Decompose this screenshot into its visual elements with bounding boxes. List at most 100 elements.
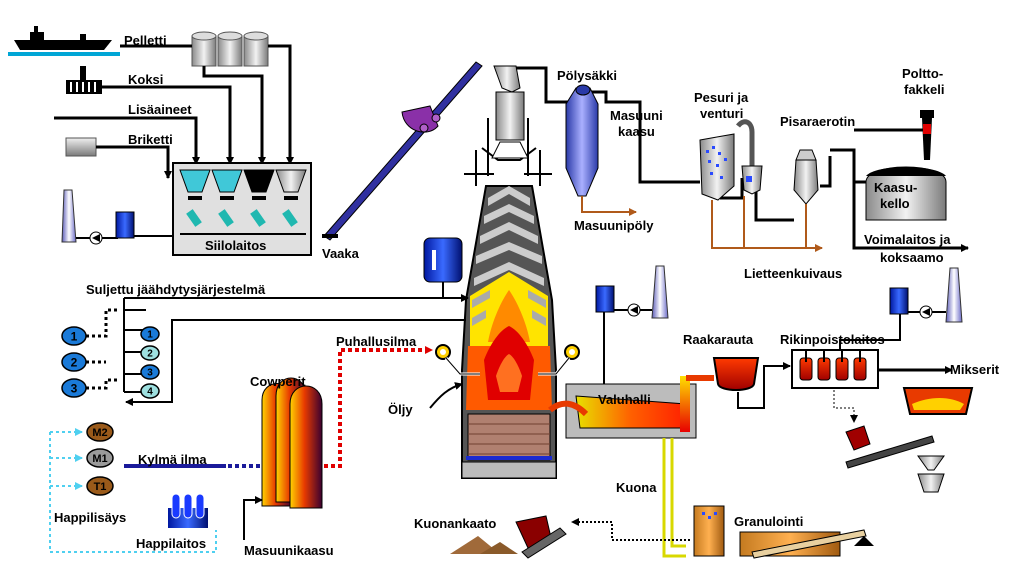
masuuni-label: Masuuni — [610, 108, 663, 123]
coke-ovens-icon — [66, 66, 102, 94]
motor-m1-icon: M1 — [86, 448, 114, 468]
koksi-label: Koksi — [128, 72, 163, 87]
slag-pot-icon — [845, 425, 935, 469]
gas-lines — [516, 66, 969, 252]
slag-line — [662, 438, 686, 558]
kuona-label: Kuona — [616, 480, 657, 495]
vaaka-label: Vaaka — [322, 246, 360, 261]
pump-left-3: 3 — [61, 378, 87, 398]
iron-to-desulf-line — [737, 362, 791, 409]
hot-blast-line — [324, 346, 433, 468]
briketti-label: Briketti — [128, 132, 173, 147]
venturi-label: venturi — [700, 106, 743, 121]
droplet-separator-icon — [793, 149, 819, 205]
masuunikaasu-line — [243, 496, 263, 540]
cowperit-label: Cowperit — [250, 374, 306, 389]
tuyere-right-icon — [538, 344, 580, 376]
iron-runner — [680, 375, 714, 432]
valuhalli-label: Valuhalli — [598, 392, 651, 407]
chimney-icon-2 — [651, 265, 669, 319]
masuunikaasu-label: Masuunikaasu — [244, 543, 334, 558]
lietteenkuivaus-label: Lietteenkuivaus — [744, 266, 842, 281]
poltto-label: Poltto- — [902, 66, 943, 81]
pisaraerotin-label: Pisaraerotin — [780, 114, 855, 129]
desulf-gas-line — [839, 312, 901, 350]
ship-icon — [8, 26, 120, 56]
happilisays-label: Happilisäys — [54, 510, 126, 525]
motor-m1-icon-label: M1 — [92, 453, 107, 465]
granulation-icon — [693, 505, 874, 559]
mixer-icon — [902, 387, 974, 415]
lisaaineet-label: Lisäaineet — [128, 102, 192, 117]
granulointi-label: Granulointi — [734, 514, 803, 529]
pump-right-1: 1 — [140, 326, 160, 342]
koksaamo-label: koksaamo — [880, 250, 944, 265]
slurry-lines — [711, 196, 823, 252]
pump-left-2: 2 — [61, 352, 87, 372]
ladle-icon — [712, 357, 760, 391]
blower-icon — [115, 211, 174, 239]
motor-t1-icon-label: T1 — [94, 481, 107, 493]
conveyor-belt — [322, 61, 483, 241]
desulfurization-icon — [791, 349, 879, 389]
pump-right-3-label: 3 — [147, 368, 153, 379]
raakarauta-label: Raakarauta — [683, 332, 754, 347]
granulation-to-dump-line — [571, 518, 690, 541]
cast-house-blower-icon — [595, 285, 652, 317]
rikinpoistolaitos-label: Rikinpoistolaitos — [780, 332, 885, 347]
pump-right-2: 2 — [140, 345, 160, 361]
pump-right-3: 3 — [140, 364, 160, 380]
happilaitos-label: Happilaitos — [136, 536, 206, 551]
pump-right-2-label: 2 — [147, 349, 153, 360]
briquette-icon — [65, 137, 97, 157]
kuonankaato-label: Kuonankaato — [414, 516, 496, 531]
scrubber-icon — [699, 119, 763, 201]
motor-m2-icon-label: M2 — [92, 427, 107, 439]
dust-catcher-icon — [565, 84, 599, 197]
tuyere-left-icon — [435, 344, 480, 376]
desulf-slag-line — [833, 390, 858, 423]
oxygen-plant-icon — [168, 493, 208, 528]
kaasu-label: kaasu — [618, 124, 655, 139]
oljy-label: Öljy — [388, 402, 413, 417]
masuunipoly-label: Masuunipöly — [574, 218, 654, 233]
pump-right-4: 4 — [140, 383, 160, 399]
desulf-blower-icon — [889, 287, 946, 319]
suljettu-label: Suljettu jäähdytysjärjestelmä — [86, 282, 266, 297]
pump-right-1-label: 1 — [147, 330, 153, 341]
feed-lines — [54, 44, 294, 179]
motor-t1-icon: T1 — [86, 476, 114, 496]
pump-left-3-label: 3 — [71, 381, 78, 395]
dust-output-line — [581, 196, 637, 216]
oxygen-lines — [49, 428, 217, 553]
pellet-drums-icon — [191, 31, 269, 67]
blast-furnace-icon — [461, 65, 557, 479]
motor-m2-icon: M2 — [86, 422, 114, 442]
chimney-icon-3 — [945, 267, 963, 323]
oil-arrow — [429, 382, 463, 409]
fakkeli-label: fakkeli — [904, 82, 944, 97]
puhallusilma-label: Puhallusilma — [336, 334, 417, 349]
chimney-icon — [61, 189, 77, 243]
kaasukello-label: Kaasu- — [874, 180, 917, 195]
cooling-lines — [123, 294, 469, 406]
funnel-icon — [917, 455, 945, 493]
gasholder-icon — [865, 166, 947, 221]
polysakki-label: Pölysäkki — [557, 68, 617, 83]
kylma-ilma-label: Kylmä ilma — [138, 452, 207, 467]
cowper-stoves-icon — [261, 377, 323, 509]
pump-left-1: 1 — [61, 326, 87, 346]
mikserit-label: Mikserit — [950, 362, 1000, 377]
flare-icon — [920, 110, 934, 160]
siilolaitos-label: Siilolaitos — [205, 238, 266, 253]
pump-left-2-label: 2 — [71, 355, 78, 369]
kello-label: kello — [880, 196, 910, 211]
pump-right-4-label: 4 — [147, 387, 153, 398]
pelletti-label: Pelletti — [124, 33, 167, 48]
skip-bucket-icon — [401, 105, 441, 133]
cast-house-icon — [548, 383, 697, 439]
cooling-dotted-lines — [86, 308, 120, 390]
slag-dump-icon — [450, 515, 567, 559]
pump-left-1-label: 1 — [71, 329, 78, 343]
